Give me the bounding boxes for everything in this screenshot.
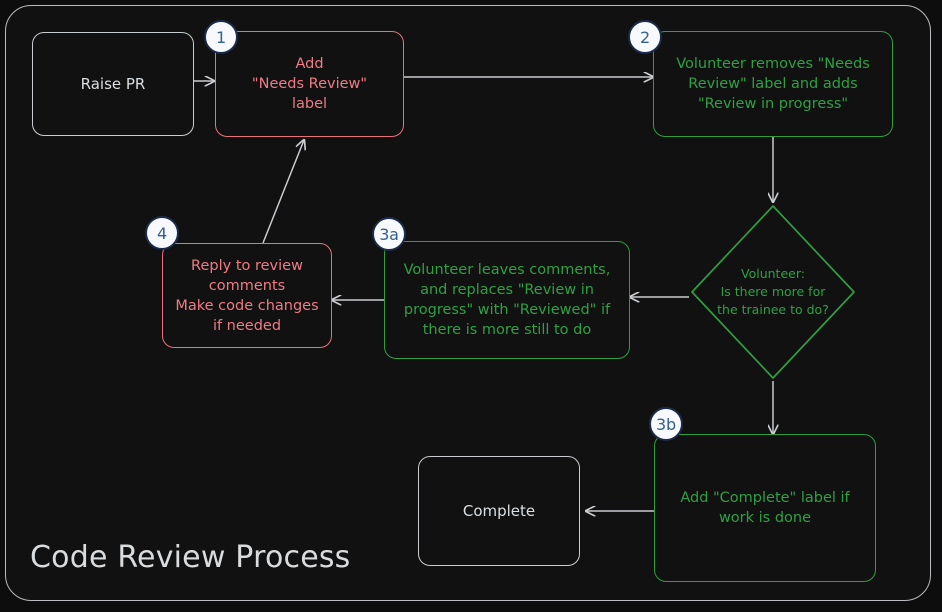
diagram-title: Code Review Process bbox=[30, 540, 351, 575]
step-badge-3b-text: 3b bbox=[656, 414, 676, 434]
step-badge-2[interactable]: 2 bbox=[628, 20, 662, 54]
step-badge-1[interactable]: 1 bbox=[204, 20, 238, 54]
step-badge-3b[interactable]: 3b bbox=[649, 407, 683, 441]
node-reply-to-review-label: Reply to review comments Make code chang… bbox=[175, 257, 319, 334]
node-add-complete-label-label: Add "Complete" label if work is done bbox=[680, 490, 850, 526]
step-badge-1-text: 1 bbox=[216, 27, 226, 47]
diamond-shape bbox=[691, 205, 855, 379]
node-add-complete-label[interactable]: Add "Complete" label if work is done bbox=[654, 434, 876, 582]
node-add-needs-review-label: Add "Needs Review" label bbox=[251, 56, 368, 112]
step-badge-3a-text: 3a bbox=[379, 224, 399, 244]
step-badge-4-text: 4 bbox=[157, 223, 167, 243]
node-complete[interactable]: Complete bbox=[418, 456, 580, 566]
node-reply-to-review[interactable]: Reply to review comments Make code chang… bbox=[162, 243, 332, 348]
node-decision-more-work[interactable]: Volunteer: Is there more for the trainee… bbox=[688, 202, 858, 382]
node-volunteer-leaves-comments[interactable]: Volunteer leaves comments, and replaces … bbox=[384, 241, 630, 359]
node-volunteer-leaves-comments-label: Volunteer leaves comments, and replaces … bbox=[403, 262, 611, 338]
node-volunteer-removes[interactable]: Volunteer removes "Needs Review" label a… bbox=[653, 31, 893, 137]
edge-reply-to-add-needs-review bbox=[262, 140, 304, 244]
step-badge-2-text: 2 bbox=[640, 27, 650, 47]
node-raise-pr[interactable]: Raise PR bbox=[32, 32, 194, 136]
step-badge-4[interactable]: 4 bbox=[145, 216, 179, 250]
node-complete-label: Complete bbox=[462, 501, 536, 520]
node-volunteer-removes-label: Volunteer removes "Needs Review" label a… bbox=[676, 56, 870, 112]
node-raise-pr-label: Raise PR bbox=[80, 74, 146, 93]
step-badge-3a[interactable]: 3a bbox=[372, 217, 406, 251]
node-add-needs-review[interactable]: Add "Needs Review" label bbox=[215, 31, 404, 137]
